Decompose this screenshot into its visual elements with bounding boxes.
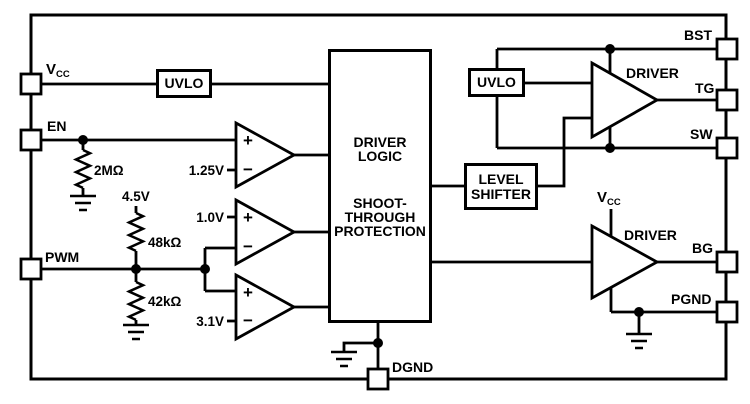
level-shifter-label-line2: SHIFTER bbox=[471, 185, 531, 202]
pin-en bbox=[19, 128, 43, 152]
pin-dgnd bbox=[366, 367, 390, 391]
grounds bbox=[70, 194, 652, 368]
level-shifter-label-line1: LEVEL bbox=[478, 170, 524, 187]
driver-logic-label-line2: LOGIC bbox=[357, 148, 403, 164]
pin-label-bst: BST bbox=[684, 27, 712, 43]
level-shifter-block: LEVEL SHIFTER bbox=[464, 163, 538, 210]
pin-bst bbox=[715, 37, 739, 61]
driver-logic-block: DRIVER LOGIC SHOOT- THROUGH PROTECTION bbox=[328, 49, 432, 323]
ground-icon-pgnd bbox=[626, 332, 652, 350]
comparator-pwm-high-icon bbox=[234, 197, 297, 267]
pin-vcc bbox=[19, 72, 43, 96]
resistor-48kohm-icon bbox=[125, 211, 147, 253]
pin-pwm bbox=[19, 257, 43, 281]
pin-tg bbox=[715, 88, 739, 112]
junction-dot bbox=[200, 264, 210, 274]
pin-label-pgnd: PGND bbox=[671, 291, 712, 307]
comparator2-plus-sign: + bbox=[243, 208, 253, 227]
comparator-en-icon bbox=[234, 120, 297, 190]
ground-icon-en bbox=[70, 194, 96, 212]
driver-top-label: DRIVER bbox=[626, 65, 679, 81]
driver-top-icon bbox=[590, 60, 660, 140]
comparator1-plus-sign: + bbox=[243, 131, 253, 150]
uvlo-right-block: UVLO bbox=[468, 68, 525, 97]
comparator2-minus-sign: − bbox=[243, 237, 253, 256]
pin-label-pwm: PWM bbox=[45, 249, 80, 265]
junction-dot bbox=[605, 143, 615, 153]
pin-bg bbox=[715, 250, 739, 274]
wire-level-shifter bbox=[432, 116, 592, 188]
resistor-42kohm-label: 42kΩ bbox=[148, 294, 182, 309]
ground-icon-dgnd bbox=[331, 350, 357, 368]
pin-label-dgnd: DGND bbox=[392, 359, 434, 375]
junction-dot bbox=[78, 135, 88, 145]
shoot-through-label-line1: SHOOT- bbox=[353, 195, 407, 211]
reference-1v0-label: 1.0V bbox=[196, 210, 224, 225]
pin-sw bbox=[715, 136, 739, 160]
resistor-2mohm-icon bbox=[72, 148, 94, 190]
junction-dot bbox=[634, 307, 644, 317]
resistor-42kohm-icon bbox=[125, 280, 147, 322]
wire-ref-stubs bbox=[227, 168, 236, 323]
comparator3-plus-sign: + bbox=[243, 283, 253, 302]
pin-label-vcc: VCC bbox=[46, 61, 70, 80]
comparator1-minus-sign: − bbox=[243, 160, 253, 179]
comparator3-minus-sign: − bbox=[243, 311, 253, 330]
pin-label-en: EN bbox=[47, 118, 67, 134]
divider-supply-label: 4.5V bbox=[122, 189, 150, 204]
vcc-supply-label: VCC bbox=[597, 189, 621, 208]
triangles bbox=[234, 60, 660, 342]
reference-3v1-label: 3.1V bbox=[196, 314, 224, 329]
junctions bbox=[78, 44, 644, 348]
pin-label-tg: TG bbox=[695, 80, 715, 96]
comparator-pwm-low-icon bbox=[234, 272, 297, 342]
driver-logic-label-line1: DRIVER bbox=[353, 134, 407, 150]
shoot-through-label-line2: THROUGH bbox=[344, 209, 416, 225]
uvlo-right-label: UVLO bbox=[477, 74, 516, 90]
pin-label-sw: SW bbox=[690, 126, 713, 142]
ground-icon-divider bbox=[123, 323, 149, 341]
junction-dot bbox=[373, 338, 383, 348]
junction-dot bbox=[131, 264, 141, 274]
pin-pgnd bbox=[715, 300, 739, 324]
wire-dgnd-ground-branch bbox=[342, 341, 378, 352]
pin-label-bg: BG bbox=[692, 240, 713, 256]
reference-1v25-label: 1.25V bbox=[188, 163, 224, 178]
resistor-2mohm-label: 2MΩ bbox=[94, 163, 124, 178]
resistor-48kohm-label: 48kΩ bbox=[148, 235, 182, 250]
junction-dot bbox=[605, 44, 615, 54]
wire-comparator-outputs bbox=[294, 153, 328, 309]
resistors bbox=[72, 148, 147, 322]
uvlo-left-label: UVLO bbox=[164, 75, 204, 91]
driver-bottom-icon bbox=[590, 223, 660, 301]
driver-bottom-label: DRIVER bbox=[624, 227, 677, 243]
wires bbox=[41, 47, 717, 370]
pins bbox=[19, 37, 739, 391]
uvlo-left-block: UVLO bbox=[156, 69, 212, 98]
shoot-through-label-line3: PROTECTION bbox=[334, 223, 426, 239]
